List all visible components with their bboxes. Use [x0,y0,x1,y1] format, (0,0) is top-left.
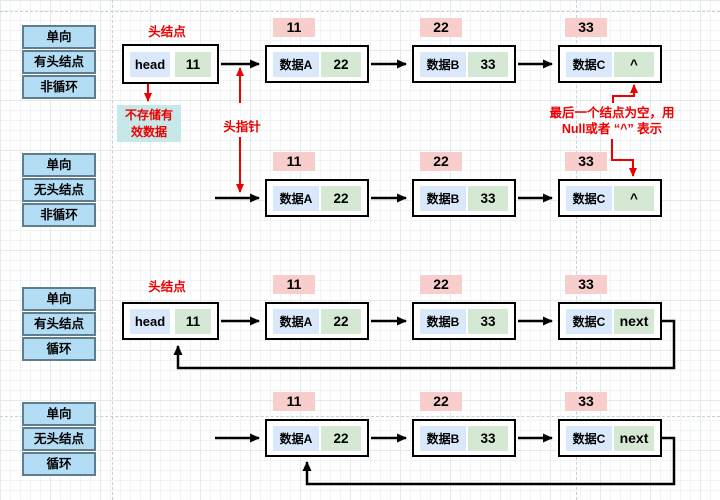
head-node: head 11 [122,44,219,84]
type-label: 单向 [22,402,96,426]
linked-list-node: 数据B 33 [412,302,516,340]
page-divider-horizontal [0,11,720,12]
node-data-cell: head [130,308,170,334]
linked-list-node: 数据A 22 [265,302,369,340]
note-line: 效数据 [130,125,167,139]
page-divider-vertical [112,0,113,500]
page-divider-horizontal [0,416,720,417]
linked-list-node: 数据C next [558,302,662,340]
node-data-cell: 数据C [566,308,612,334]
node-next-cell: next [614,425,654,451]
linked-list-node: 数据B 33 [412,45,516,83]
type-label: 单向 [22,153,96,177]
node-next-cell: next [614,308,654,334]
linked-list-node: 数据C ^ [558,179,662,217]
node-next-cell: 11 [175,51,211,77]
node-next-cell: 33 [468,425,508,451]
node-address-label: 33 [565,18,607,37]
node-next-cell: ^ [614,51,654,77]
type-label: 循环 [22,337,96,361]
node-data-cell: head [130,51,170,77]
node-data-cell: 数据B [420,51,466,77]
node-address-label: 22 [420,275,462,294]
linked-list-node: 数据B 33 [412,179,516,217]
node-data-cell: 数据B [420,425,466,451]
type-label: 无头结点 [22,178,96,202]
linked-list-node: 数据A 22 [265,419,369,457]
node-data-cell: 数据C [566,185,612,211]
head-node-caption: 头结点 [148,280,186,294]
type-label: 单向 [22,287,96,311]
type-label: 单向 [22,25,96,49]
node-data-cell: 数据A [273,51,319,77]
linked-list-node: 数据C next [558,419,662,457]
linked-list-node: 数据B 33 [412,419,516,457]
loop-back-arrow-row4 [302,436,676,486]
page-divider-vertical [576,0,577,500]
node-address-label: 11 [273,18,315,37]
no-valid-data-note: 不存储有 效数据 [117,105,181,142]
node-address-label: 33 [565,275,607,294]
node-next-cell: 22 [321,308,361,334]
node-data-cell: 数据A [273,308,319,334]
node-address-label: 22 [420,152,462,171]
note-line: 最后一个结点为空，用 [549,106,675,120]
linked-list-node: 数据A 22 [265,45,369,83]
node-data-cell: 数据A [273,425,319,451]
node-address-label: 22 [420,392,462,411]
type-label: 有头结点 [22,312,96,336]
node-next-cell: 22 [321,425,361,451]
node-data-cell: 数据A [273,185,319,211]
null-terminator-note: 最后一个结点为空，用 Null或者 “^” 表示 [524,105,700,137]
linked-list-node: 数据C ^ [558,45,662,83]
node-data-cell: 数据C [566,425,612,451]
loop-back-arrow-row3 [173,319,676,370]
node-next-cell: ^ [614,185,654,211]
note-line: Null或者 “^” 表示 [561,122,663,136]
node-next-cell: 22 [321,51,361,77]
null-note-arrow-to-row2 [611,139,637,177]
head-node: head 11 [122,302,219,340]
node-address-label: 33 [565,392,607,411]
linked-list-node: 数据A 22 [265,179,369,217]
null-note-arrow-to-row1 [612,84,638,103]
node-next-cell: 33 [468,308,508,334]
node-data-cell: 数据C [566,51,612,77]
node-address-label: 11 [273,392,315,411]
node-address-label: 11 [273,152,315,171]
node-next-cell: 33 [468,185,508,211]
node-address-label: 11 [273,275,315,294]
node-next-cell: 22 [321,185,361,211]
type-label: 非循环 [22,75,96,99]
node-data-cell: 数据B [420,308,466,334]
note-line: 不存储有 [124,108,173,122]
type-label: 非循环 [22,203,96,227]
node-data-cell: 数据B [420,185,466,211]
head-pointer-caption: 头指针 [223,120,261,134]
type-label: 有头结点 [22,50,96,74]
node-address-label: 33 [565,152,607,171]
type-label: 循环 [22,452,96,476]
node-next-cell: 11 [175,308,211,334]
node-address-label: 22 [420,18,462,37]
head-node-caption: 头结点 [148,25,186,39]
type-label: 无头结点 [22,427,96,451]
node-next-cell: 33 [468,51,508,77]
